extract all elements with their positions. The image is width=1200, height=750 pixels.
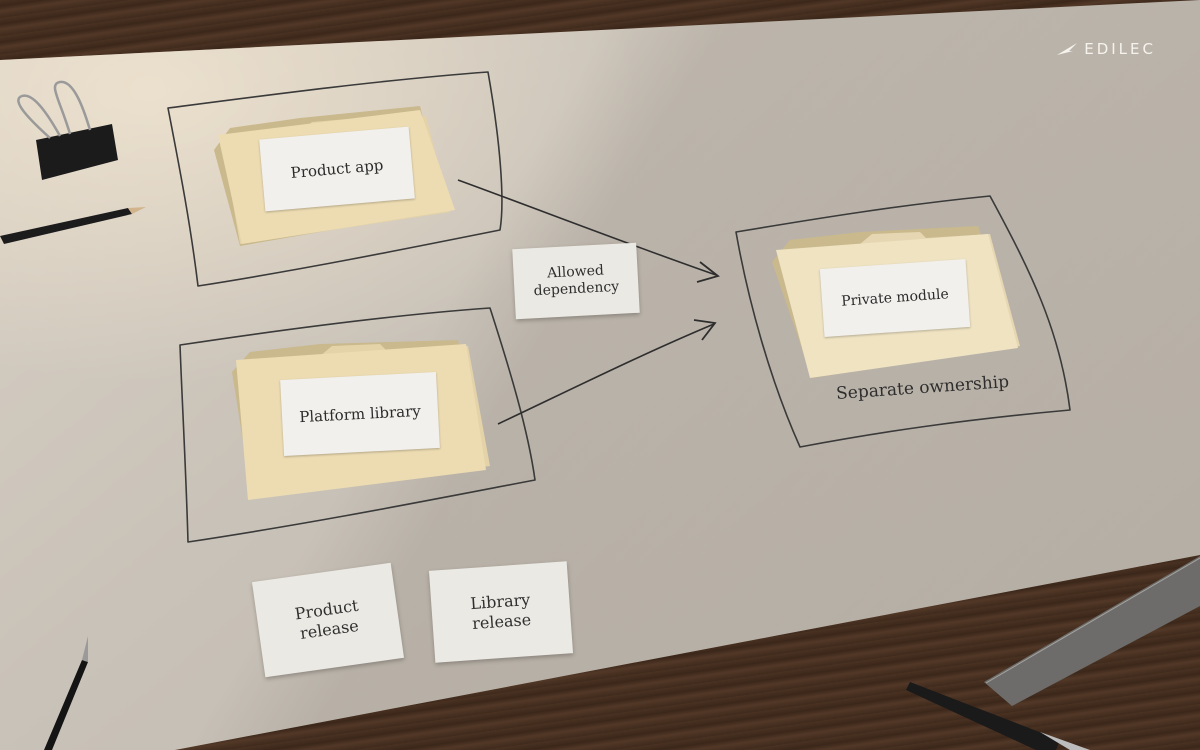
library-release-note: Library release [428,561,574,663]
allowed-dependency-note: Allowed dependency [512,242,640,320]
binder-clip [17,80,118,180]
private-module-label: Private module [819,258,971,338]
product-app-group-box [167,71,503,287]
brand-mark-icon [1057,43,1078,55]
mechanical-pencil [44,636,88,750]
metal-ruler [984,556,1200,706]
platform-library-group-box [179,307,536,543]
arrow-product-to-private [457,179,720,283]
product-app-label: Product app [259,126,415,212]
brand-name: EDILEC [1084,40,1156,58]
product-release-note: Product release [252,562,404,678]
pen [906,682,1090,750]
platform-library-label: Platform library [280,371,440,457]
private-module-group-box [735,195,1071,448]
brand-logo: EDILEC [1056,40,1156,58]
pencil [0,207,146,244]
arrow-library-to-private [497,319,717,425]
